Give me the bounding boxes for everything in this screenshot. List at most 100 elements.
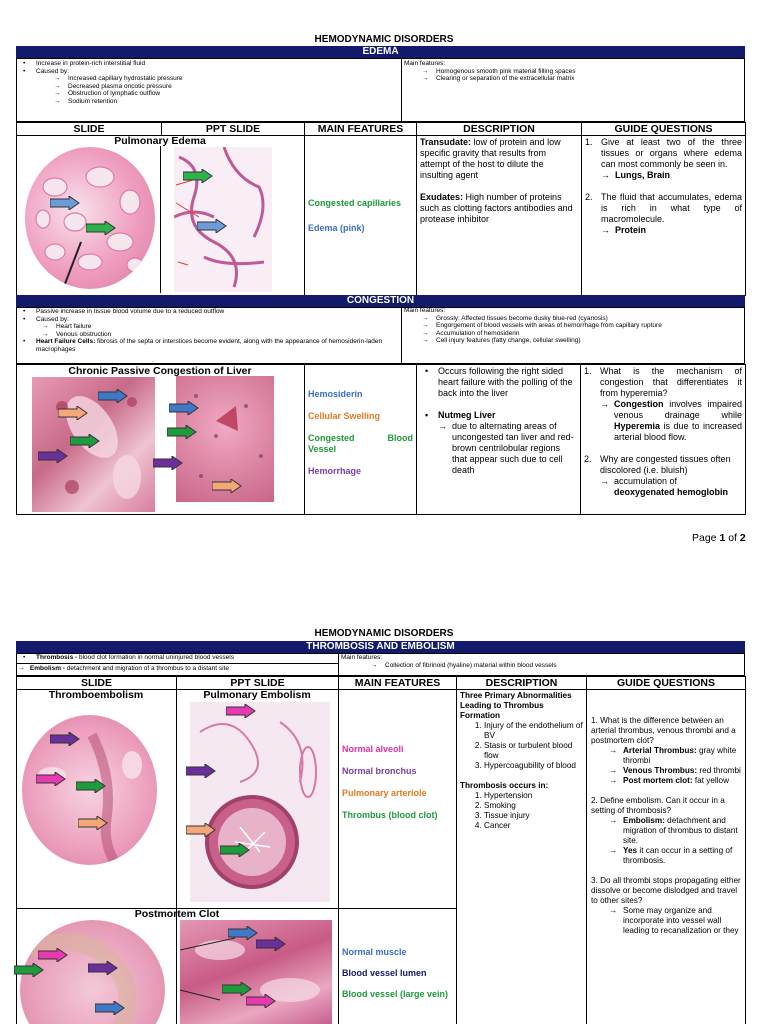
green-arrow-icon (76, 779, 106, 793)
edema-cause: Increased capillary hydrostatic pressure (54, 75, 398, 83)
guide-answer: Some may organize and incorporate into v… (609, 906, 742, 936)
col-header-slide: SLIDE (16, 676, 177, 690)
description-subitem: due to alternating areas of uncongested … (438, 421, 577, 476)
blue-arrow-icon (50, 196, 80, 210)
slide-title-postmortem-clot: Postmortem Clot (134, 908, 220, 920)
guide-question: What is the mechanism of congestion that… (600, 366, 742, 398)
feature-label: Pulmonary arteriole (342, 788, 427, 798)
congestion-cause: Venous obstruction (42, 331, 398, 339)
orange-arrow-icon (186, 823, 216, 837)
purple-arrow-icon (256, 937, 286, 951)
transudate-term: Transudate: (420, 137, 472, 147)
thrombosis-definition: Thrombosis - blood clot formation in nor… (18, 654, 336, 662)
purple-arrow-icon (153, 456, 183, 470)
ppt-pulmonary-embolism (190, 702, 330, 902)
edema-main-features: Main features: Homogenous smooth pink ma… (404, 60, 742, 83)
blue-arrow-icon (169, 401, 199, 415)
edema-feature: Homogenous smooth pink material filling … (422, 68, 742, 76)
col-header-slide: SLIDE (16, 122, 162, 136)
green-arrow-icon (167, 425, 197, 439)
blue-arrow-icon (197, 219, 227, 233)
col-header-ppt: PPT SLIDE (161, 122, 305, 136)
pink-arrow-icon (226, 704, 256, 718)
col-header-guide-questions: GUIDE QUESTIONS (581, 122, 746, 136)
guide-question: 3. Do all thrombi stops propagating eith… (591, 876, 741, 905)
description-item: Hypertension (484, 791, 583, 801)
description-item: Cancer (484, 821, 583, 831)
col-header-ppt: PPT SLIDE (176, 676, 339, 690)
purple-arrow-icon (186, 764, 216, 778)
congestion-bullet: Caused by: (18, 316, 398, 324)
feature-label: Congested Blood Vessel (308, 433, 413, 454)
heart-failure-cells: Heart Failure Cells: fibrosis of the sep… (18, 338, 398, 353)
guide-question: 2. Define embolism. Can it occur in a se… (591, 796, 725, 815)
congestion-feature: Engorgement of blood vessels with areas … (422, 322, 742, 330)
embolism-definition: → Embolism - detachment and migration of… (16, 662, 338, 673)
description-heading: Thrombosis occurs in: (460, 781, 549, 790)
green-arrow-icon (220, 843, 250, 857)
section-bar-congestion: CONGESTION (16, 295, 745, 307)
section-bar-edema: EDEMA (16, 46, 745, 58)
guide-answer: Venous Thrombus: red thrombi (609, 766, 742, 776)
pink-arrow-icon (246, 994, 276, 1008)
description-item: Hypercoagubility of blood (484, 761, 583, 771)
edema-intro-box (16, 58, 745, 122)
feature-label: Thrombus (blood clot) (342, 810, 438, 820)
document-title: HEMODYNAMIC DISORDERS (314, 628, 454, 639)
congestion-description: Occurs following the right sided heart f… (416, 364, 581, 515)
thrombosis-main-features-cell: Normal alveoli Normal bronchus Pulmonary… (338, 689, 457, 909)
page-number: Page 1 of 2 (692, 532, 746, 544)
edema-feature: Clearing or separation of the extracellu… (422, 75, 742, 83)
guide-answer: Embolism: detachment and migration of th… (609, 816, 742, 846)
blue-arrow-icon (228, 926, 258, 940)
col-header-guide-questions: GUIDE QUESTIONS (586, 676, 746, 690)
thrombosis-feature: Collection of fibrinoid (hyaline) materi… (371, 662, 741, 670)
guide-answer: Protein (615, 225, 647, 235)
col-header-description: DESCRIPTION (416, 122, 582, 136)
blue-arrow-icon (98, 389, 128, 403)
purple-arrow-icon (88, 961, 118, 975)
edema-cause: Decreased plasma oncotic pressure (54, 83, 398, 91)
guide-question: The fluid that accumulates, edema is ric… (601, 192, 742, 224)
guide-answer: Post mortem clot: fat yellow (609, 776, 742, 786)
col-header-main-features: MAIN FEATURES (304, 122, 417, 136)
thrombosis-description: Three Primary Abnormalities Leading to T… (456, 689, 587, 1024)
green-arrow-icon (86, 221, 116, 235)
feature-label: Cellular Swelling (308, 411, 381, 421)
congestion-bullet: Passive increase in tissue blood volume … (18, 308, 398, 316)
section-bar-thrombosis: THROMBOSIS AND EMBOLISM (16, 641, 745, 653)
guide-answer: Arterial Thrombus: gray white thrombi (609, 746, 742, 766)
purple-arrow-icon (38, 449, 68, 463)
feature-label: Edema (pink) (308, 222, 365, 233)
feature-label: Blood vessel lumen (342, 968, 427, 978)
ppt-pulmonary-edema (174, 147, 272, 292)
ppt-title-pulmonary-embolism: Pulmonary Embolism (203, 689, 311, 701)
description-item: Stasis or turbulent blood flow (484, 741, 583, 761)
orange-arrow-icon (58, 406, 88, 420)
thrombosis-intro-box (16, 653, 745, 676)
guide-question: 1. What is the difference between an art… (591, 716, 736, 745)
description-item: Smoking (484, 801, 583, 811)
edema-overview: Increase in protein-rich interstitial fl… (18, 60, 398, 106)
postmortem-main-features-cell: Normal muscle Blood vessel lumen Blood v… (338, 908, 457, 1024)
feature-label: Congested capillaries (308, 197, 402, 208)
ppt-postmortem-clot (180, 920, 332, 1024)
description-heading: Three Primary Abnormalities Leading to T… (460, 691, 572, 720)
congestion-main-features-cell: Hemosiderin Cellular Swelling Congested … (304, 364, 417, 515)
congestion-main-features: Main features: Grossly: Affected tissues… (404, 307, 742, 345)
thrombosis-table: SLIDE PPT SLIDE MAIN FEATURES DESCRIPTIO… (16, 676, 746, 1024)
congestion-cause: Heart failure (42, 323, 398, 331)
feature-label: Hemorrhage (308, 466, 362, 476)
congestion-guide-questions: 1.What is the mechanism of congestion th… (580, 364, 746, 515)
congestion-feature: Grossly: Affected tissues become dusky b… (422, 315, 742, 323)
exudates-text: High number of proteins such as clotting… (420, 192, 573, 224)
slide-title-thromboembolism: Thromboembolism (48, 689, 144, 701)
exudates-term: Exudates: (420, 192, 464, 202)
main-features-heading: Main features: (404, 307, 446, 314)
guide-answer: Yes it can occur in a setting of thrombo… (609, 846, 742, 866)
edema-bullet: Increase in protein-rich interstitial fl… (18, 60, 398, 68)
ppt-liver-congestion (176, 376, 274, 502)
col-header-main-features: MAIN FEATURES (338, 676, 457, 690)
main-features-heading: Main features: (404, 60, 446, 67)
